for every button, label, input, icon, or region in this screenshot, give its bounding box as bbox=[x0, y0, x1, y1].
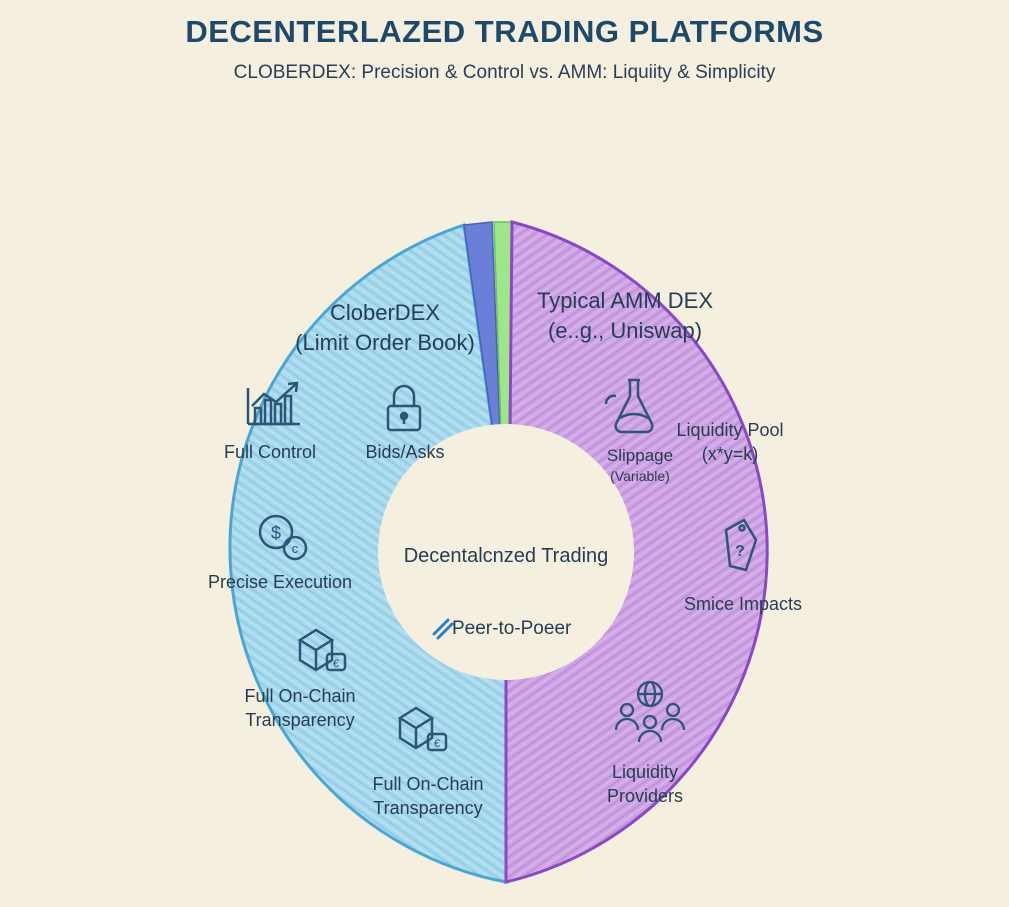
liquidity-pool-line1: Liquidity Pool bbox=[676, 420, 784, 440]
liquidity-providers-line2: Providers bbox=[606, 786, 684, 806]
coin-icon: $ c bbox=[258, 514, 308, 561]
transparency-line2: Transparency bbox=[245, 710, 355, 730]
slippage-line1: Slippage bbox=[606, 446, 674, 465]
liquidity-pool-label: Liquidity Pool (x*y=k) bbox=[660, 418, 800, 466]
precise-execution-label: Precise Execution bbox=[207, 572, 353, 592]
page-subtitle: CLOBERDEX: Precision & Control vs. AMM: … bbox=[233, 62, 776, 83]
clob-title-line2: (Limit Order Book) bbox=[295, 330, 475, 355]
bar-chart-icon bbox=[246, 381, 300, 426]
lock-icon bbox=[386, 384, 422, 432]
transparency-line1: Full On-Chain bbox=[244, 686, 356, 706]
transparency-label: Full On-Chain Transparency bbox=[348, 772, 508, 820]
svg-text:?: ? bbox=[735, 543, 745, 560]
amm-title: Typical AMM DEX (e..g., Uniswap) bbox=[510, 286, 740, 346]
slippage-line2: (Variable) bbox=[610, 468, 670, 484]
link-icon bbox=[432, 618, 454, 640]
svg-text:c: c bbox=[292, 541, 299, 556]
peer-to-peer-label: Peer-to-Poeer bbox=[452, 618, 572, 639]
price-tag-icon: ? bbox=[724, 518, 758, 572]
clob-title: CloberDEX (Limit Order Book) bbox=[270, 298, 500, 358]
flask-icon bbox=[604, 378, 654, 434]
full-control-label: Full Control bbox=[223, 442, 317, 462]
box-icon: € bbox=[297, 628, 347, 672]
transparency-label: Full On-Chain Transparency bbox=[220, 684, 380, 732]
price-impacts-label: Smice Impacts bbox=[683, 594, 803, 614]
donut-hole bbox=[378, 424, 634, 680]
box-icon: € bbox=[397, 706, 448, 752]
transparency-line2: Transparency bbox=[373, 798, 483, 818]
svg-text:€: € bbox=[434, 738, 440, 750]
svg-text:€: € bbox=[333, 658, 339, 670]
liquidity-providers-line1: Liquidity bbox=[611, 762, 679, 782]
page-title: DECENTERLAZED TRADING PLATFORMS bbox=[185, 14, 824, 49]
liquidity-providers-label: Liquidity Providers bbox=[585, 760, 705, 808]
clob-title-line1: CloberDEX bbox=[329, 300, 441, 325]
bids-asks-label: Bids/Asks bbox=[365, 442, 445, 462]
center-label: Decentalcnzed Trading bbox=[403, 545, 609, 567]
amm-title-line1: Typical AMM DEX bbox=[536, 288, 714, 313]
slippage-label: Slippage (Variable) bbox=[590, 444, 690, 484]
transparency-line1: Full On-Chain bbox=[372, 774, 484, 794]
svg-text:$: $ bbox=[271, 523, 281, 543]
liquidity-pool-line2: (x*y=k) bbox=[701, 444, 759, 464]
amm-title-line2: (e..g., Uniswap) bbox=[547, 318, 703, 343]
liquidity-providers-icon bbox=[614, 680, 686, 743]
